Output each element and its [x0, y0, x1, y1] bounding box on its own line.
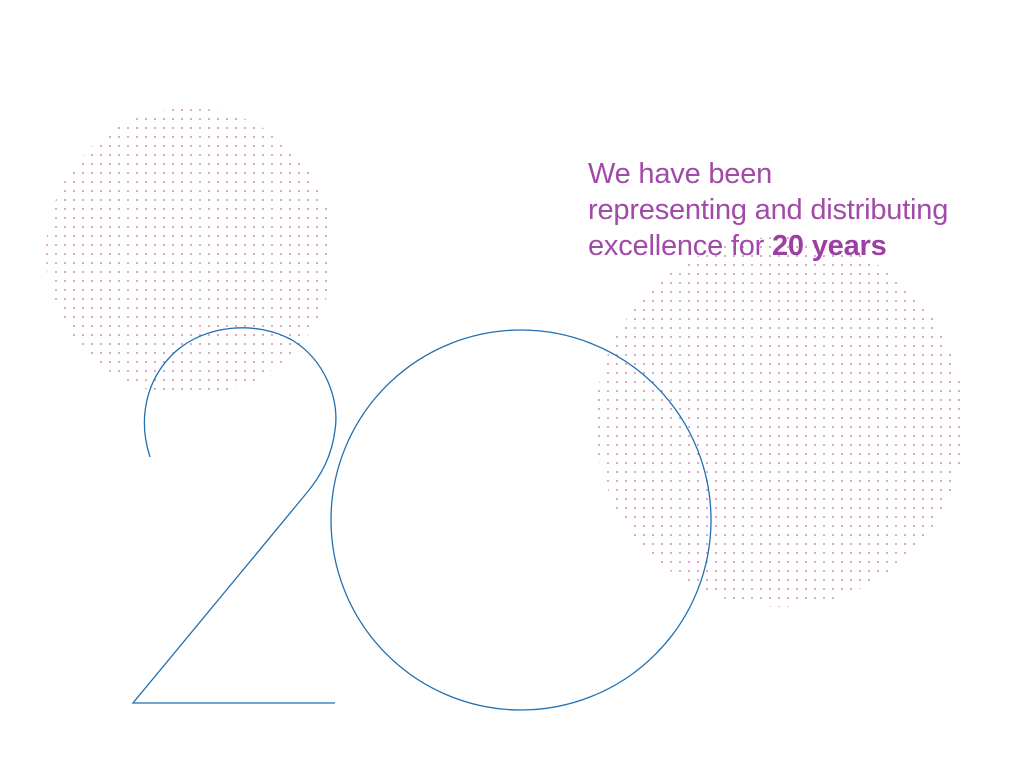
dotted-circle-left	[46, 108, 334, 396]
dotted-circle-right	[595, 237, 965, 607]
numeral-20-outline	[131, 327, 712, 711]
tagline-line-2: representing and distributing	[588, 194, 949, 226]
tagline-line-3: excellence for 20 years	[588, 228, 1008, 264]
tagline-line-3-prefix: excellence for	[588, 230, 772, 262]
tagline-highlight-years: 20 years	[772, 230, 887, 262]
numeral-zero-outline	[330, 329, 712, 711]
tagline-line-1: We have been	[588, 158, 773, 190]
numeral-two-outline	[131, 327, 337, 704]
tagline: We have been representing and distributi…	[588, 156, 1008, 264]
